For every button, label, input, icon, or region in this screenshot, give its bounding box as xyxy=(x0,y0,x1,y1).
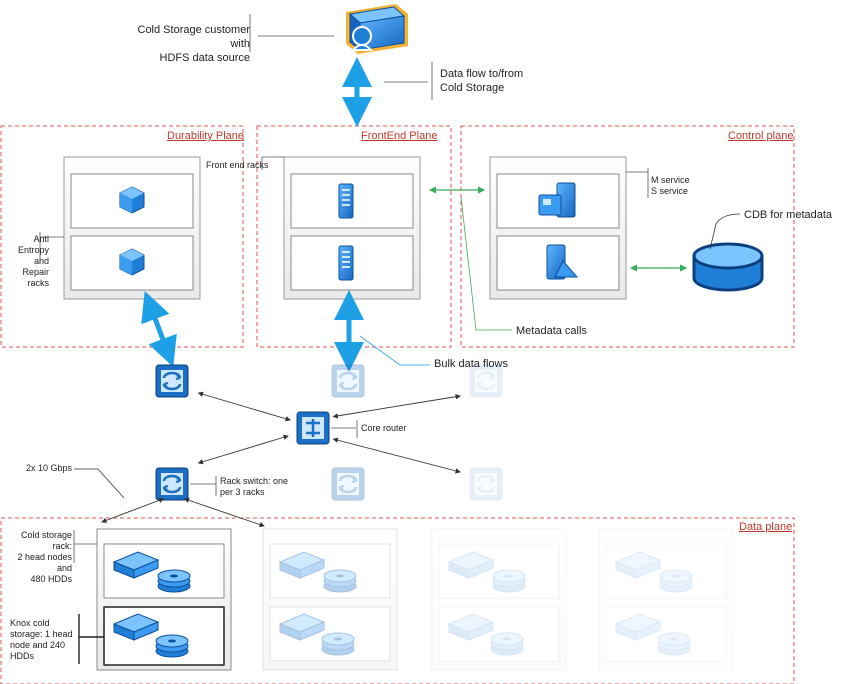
cold-rack-line: 2 head nodes and xyxy=(17,552,72,573)
rack-switch-line: Rack switch: one xyxy=(220,476,289,486)
cold-storage-rack-label: Cold storage rack: 2 head nodes and 480 … xyxy=(5,530,72,585)
network-links xyxy=(101,391,461,528)
network-switch-icon xyxy=(154,466,190,502)
network-switch-icon xyxy=(468,466,504,502)
anti-entropy-line: racks xyxy=(27,278,49,288)
durability-plane xyxy=(0,125,244,348)
customer-label: Cold Storage customer with HDFS data sou… xyxy=(122,23,251,65)
service-server-icon xyxy=(546,244,579,280)
data-plane-title: Data plane xyxy=(739,521,793,533)
rack-switch-line: per 3 racks xyxy=(220,487,265,497)
customer-label-line: HDFS data source xyxy=(159,52,250,64)
knox-line: Knox cold xyxy=(10,618,50,628)
disk-stack-icon xyxy=(157,569,191,593)
services-label-line: S service xyxy=(651,186,689,196)
bandwidth-label: 2x 10 Gbps xyxy=(26,463,73,473)
tower-server-icon xyxy=(338,245,354,281)
faded-rack xyxy=(598,528,734,671)
faded-rack xyxy=(262,528,398,671)
knox-line: node and 240 xyxy=(10,640,66,650)
data-flow-label: Data flow to/from Cold Storage xyxy=(440,67,523,95)
anti-entropy-label: Anti Entropy and Repair racks xyxy=(5,234,49,289)
bulk-data-flows-label: Bulk data flows xyxy=(434,358,508,370)
front-end-racks-label: Front end racks xyxy=(206,160,269,170)
cold-rack-line: Cold storage rack: xyxy=(20,530,72,551)
rack-switch-label: Rack switch: one per 3 racks xyxy=(220,476,288,498)
faded-rack xyxy=(431,528,567,671)
knox-label: Knox cold storage: 1 head node and 240 H… xyxy=(10,618,76,662)
knox-line: HDDs xyxy=(10,651,34,661)
disk-stack-icon xyxy=(155,634,189,658)
services-label-line: M service xyxy=(651,175,690,185)
cube-icon xyxy=(119,248,145,276)
metadata-calls-label: Metadata calls xyxy=(516,325,587,337)
knox-line: storage: 1 head xyxy=(10,629,73,639)
tower-server-icon xyxy=(338,183,354,219)
database-cylinder-icon xyxy=(692,242,764,292)
control-plane xyxy=(460,125,795,348)
network-switch-icon xyxy=(154,363,190,399)
durability-plane-title: Durability Plane xyxy=(167,130,245,142)
network-switch-icon xyxy=(330,363,366,399)
network-switch-icon xyxy=(330,466,366,502)
service-server-icon xyxy=(538,182,576,218)
services-label: M service S service xyxy=(651,175,690,197)
data-flow-label-line: Data flow to/from xyxy=(440,68,524,80)
cold-rack-line: 480 HDDs xyxy=(30,574,72,584)
customer-label-line: Cold Storage customer with xyxy=(137,24,251,50)
data-plane xyxy=(0,517,795,684)
cdb-label: CDB for metadata xyxy=(744,209,833,221)
data-flow-label-line: Cold Storage xyxy=(440,82,505,94)
anti-entropy-line: and Repair xyxy=(22,256,49,277)
cube-icon xyxy=(119,186,145,214)
control-plane-title: Control plane xyxy=(728,130,794,142)
server-with-user-icon xyxy=(346,4,408,54)
core-router-icon xyxy=(296,411,330,445)
durability-bulk-arrow xyxy=(141,290,177,368)
anti-entropy-line: Anti Entropy xyxy=(17,234,49,255)
durability-rack xyxy=(63,156,201,300)
core-router-label: Core router xyxy=(361,423,407,433)
frontend-plane-title: FrontEnd Plane xyxy=(361,130,438,142)
